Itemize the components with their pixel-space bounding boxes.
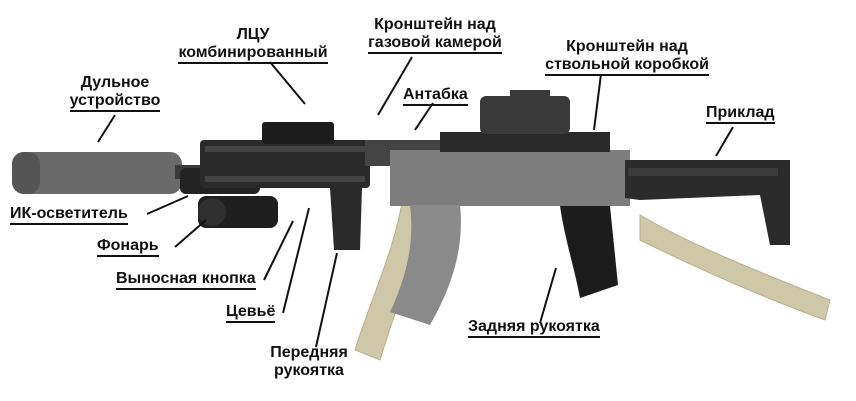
front-grip-shape	[330, 188, 362, 250]
label-muzzle-line1: Дульное	[80, 74, 150, 91]
label-lcu-line1: ЛЦУ	[236, 26, 270, 43]
label-gas-mount: Кронштейн над газовой камерой	[355, 16, 515, 54]
rear-grip-shape	[560, 206, 618, 298]
suppressor	[12, 152, 182, 194]
label-gas-mount-line2: газовой камерой	[368, 34, 502, 54]
receiver	[390, 150, 630, 206]
label-front-grip: Передняя рукоятка	[254, 344, 364, 380]
label-remote-button: Выносная кнопка	[116, 270, 256, 290]
label-receiver-mount: Кронштейн над ствольной коробкой	[532, 38, 722, 76]
optic	[480, 96, 570, 134]
lcu-device	[262, 122, 334, 144]
sling-rear	[639, 214, 831, 321]
stock-shape	[625, 160, 790, 245]
label-rear-grip: Задняя рукоятка	[468, 318, 600, 338]
receiver-mount	[440, 132, 610, 152]
label-ir: ИК-осветитель	[10, 205, 128, 225]
magazine	[390, 205, 461, 325]
label-stock: Приклад	[706, 104, 775, 124]
label-muzzle: Дульное устройство	[55, 74, 175, 112]
label-receiver-mount-line1: Кронштейн над	[566, 38, 688, 55]
label-handguard: Цевьё	[226, 303, 276, 323]
label-front-grip-line1: Передняя	[270, 344, 348, 361]
label-sling: Антабка	[403, 86, 468, 106]
label-gas-mount-line1: Кронштейн над	[374, 16, 496, 33]
label-lcu: ЛЦУ комбинированный	[168, 26, 338, 64]
label-muzzle-line2: устройство	[69, 92, 161, 112]
label-lcu-line2: комбинированный	[178, 44, 328, 64]
leader-lines	[97, 56, 734, 348]
label-receiver-mount-line2: ствольной коробкой	[545, 56, 709, 76]
label-front-grip-line2: рукоятка	[274, 362, 344, 379]
label-flashlight: Фонарь	[97, 237, 159, 257]
